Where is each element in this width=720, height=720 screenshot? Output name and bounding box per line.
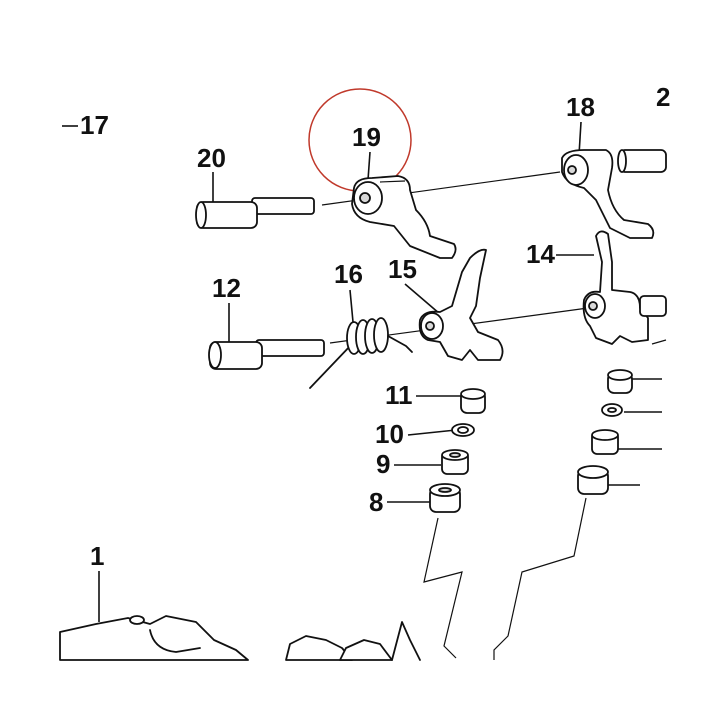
- leader-19: [367, 151, 371, 181]
- shift-fork-14[interactable]: [582, 230, 649, 345]
- leader-16: [349, 289, 354, 323]
- callout-9[interactable]: 9: [376, 449, 390, 479]
- callout-20[interactable]: 20: [197, 143, 226, 173]
- indicator-line-left: [423, 517, 463, 659]
- indicator-line-right: [493, 497, 587, 660]
- sleeve-right-upper[interactable]: [591, 429, 619, 455]
- sleeve-9[interactable]: [441, 449, 469, 475]
- pin-20[interactable]: [195, 197, 315, 229]
- lever-18[interactable]: [561, 149, 655, 239]
- sleeve-8[interactable]: [429, 483, 461, 513]
- leader-10: [407, 429, 457, 436]
- callout-2-partial[interactable]: 2: [656, 82, 670, 112]
- callout-12[interactable]: 12: [212, 273, 241, 303]
- callout-17[interactable]: 17: [80, 110, 109, 140]
- callout-15[interactable]: 15: [388, 254, 417, 284]
- callout-10[interactable]: 10: [375, 419, 404, 449]
- housing-1[interactable]: [59, 615, 421, 661]
- sleeve-right-lower[interactable]: [577, 465, 609, 495]
- ring-right[interactable]: [601, 403, 623, 417]
- callout-14[interactable]: 14: [526, 239, 555, 269]
- callout-1[interactable]: 1: [90, 541, 104, 571]
- callout-8[interactable]: 8: [369, 487, 383, 517]
- leader-15: [404, 283, 441, 315]
- lever-19[interactable]: [351, 175, 457, 259]
- shaft-stub-right[interactable]: [639, 295, 667, 345]
- ring-10[interactable]: [451, 423, 475, 437]
- shift-fork-15[interactable]: [418, 248, 504, 361]
- callout-16[interactable]: 16: [334, 259, 363, 289]
- callout-18[interactable]: 18: [566, 92, 595, 122]
- pin-12[interactable]: [208, 339, 325, 370]
- callout-19[interactable]: 19: [352, 122, 381, 152]
- cap-right[interactable]: [607, 369, 633, 394]
- spring-16[interactable]: [309, 317, 413, 389]
- cap-11[interactable]: [460, 388, 486, 414]
- shaft-stub-top-right[interactable]: [617, 149, 667, 173]
- callout-11[interactable]: 11: [385, 380, 413, 410]
